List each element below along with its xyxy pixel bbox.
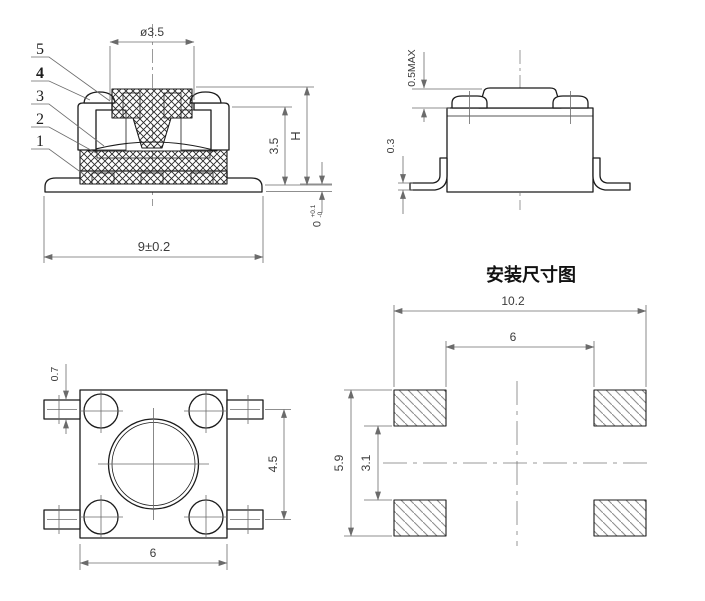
- pad-top-right: [593, 389, 647, 427]
- button-slot-right: [163, 92, 182, 119]
- cover-right-wall: [193, 102, 230, 151]
- side-lead-left: [409, 157, 448, 191]
- standoff-lower-tol: -0: [317, 211, 324, 217]
- pad-outer-x-label: 10.2: [501, 294, 525, 308]
- diameter-label: ø3.5: [140, 25, 164, 39]
- protrusion-label: 0.5MAX: [406, 49, 418, 86]
- lead-pitch-label: 4.5: [266, 455, 280, 472]
- button-slot-left: [122, 92, 141, 119]
- standoff-nominal: 0: [312, 221, 324, 227]
- lead-thickness-label: 0.3: [385, 139, 397, 154]
- base-notch-right: [190, 172, 214, 185]
- lead-thickness-extension-lines: [398, 182, 413, 191]
- side-button: [478, 87, 562, 109]
- button-cross-section: [111, 88, 193, 149]
- pad-inner-x-extension-lines: [445, 341, 595, 387]
- side-view: 0.5MAX 0.3: [385, 49, 631, 214]
- pad-inner-x-label: 6: [510, 330, 517, 344]
- callout-1-leader: [31, 148, 87, 177]
- base-width-label: 9±0.2: [138, 239, 170, 254]
- button-crosshair: [98, 408, 209, 520]
- mounting-view-title: 安装尺寸图: [486, 264, 576, 285]
- bump-centerlines: [469, 91, 571, 124]
- pad-bottom-right: [593, 499, 647, 537]
- body-width-label: 6: [150, 546, 157, 560]
- side-body: [446, 107, 594, 193]
- callout-3: 3: [36, 88, 44, 105]
- mounting-view: 安装尺寸图 10.2 6 5.9 3.1: [332, 264, 652, 546]
- pad-top-left: [393, 389, 447, 427]
- callout-4: 4: [36, 65, 44, 82]
- height-extension-lines: [196, 86, 332, 186]
- diameter-extension-lines: [109, 46, 195, 100]
- base-notch-center: [140, 172, 164, 185]
- callout-1: 1: [36, 133, 44, 150]
- top-view: 0.7 4.5 6: [43, 364, 291, 570]
- cover-left-wall: [77, 102, 113, 151]
- lead-centerlines: [47, 409, 260, 520]
- body-height-label: 3.5: [267, 137, 281, 154]
- callout-4-leader: [31, 80, 91, 101]
- rivet-crosshairs: [79, 389, 228, 539]
- overall-height-label: H: [288, 131, 303, 140]
- lead-width-label: 0.7: [49, 367, 61, 382]
- base-width-extension-lines: [43, 196, 264, 263]
- pad-outer-x-extension-lines: [393, 305, 647, 387]
- pad-inner-y-label: 3.1: [359, 454, 373, 471]
- cover-ear-right: [189, 91, 222, 104]
- pad-outer-y-label: 5.9: [332, 454, 346, 471]
- callout-2-leader: [31, 126, 99, 155]
- pad-bottom-left: [393, 499, 447, 537]
- callout-5: 5: [36, 41, 44, 58]
- front-section-view: ø3.5 9±0.2 3.5 H 0 +0.1 -0 5 4 3 2 1: [31, 24, 332, 263]
- standoff-upper-tol: +0.1: [310, 204, 317, 217]
- standoff-label-group: 0 +0.1 -0: [310, 204, 324, 227]
- callout-3-leader: [31, 103, 105, 147]
- callout-2: 2: [36, 111, 44, 128]
- contact-plate: [96, 150, 211, 159]
- base-cross-section: [79, 149, 228, 185]
- base-notch-left: [91, 172, 115, 185]
- protrusion-extension-lines: [412, 88, 482, 109]
- callout-5-leader: [31, 56, 111, 102]
- side-lead-right: [592, 157, 631, 191]
